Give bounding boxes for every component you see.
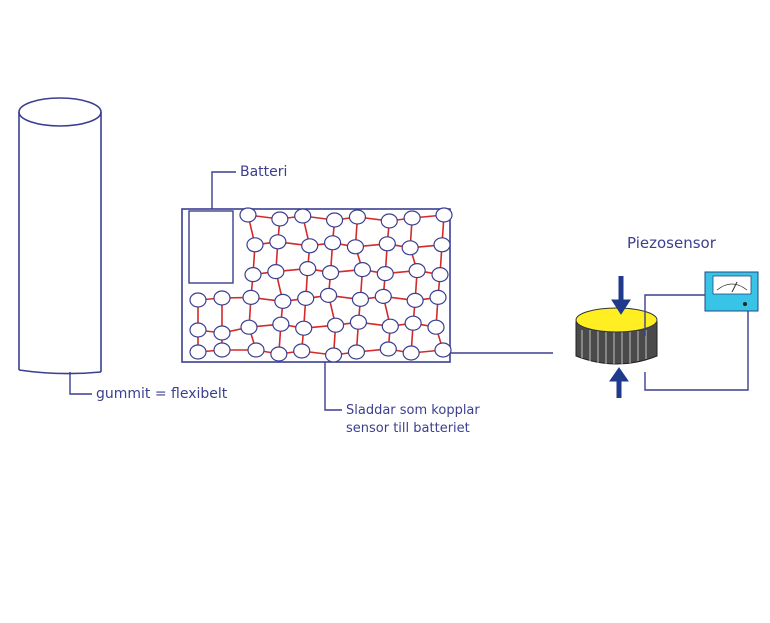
sensor-node: [295, 320, 313, 336]
sensor-node: [401, 240, 419, 256]
sensor-node: [374, 288, 392, 304]
sensor-node: [213, 290, 231, 306]
wires-label-line1: Sladdar som kopplar: [346, 403, 480, 418]
sensor-node: [434, 342, 452, 358]
sensor-node: [323, 235, 342, 251]
sensor-node: [379, 341, 397, 357]
sensor-node: [189, 292, 207, 308]
sensor-node: [406, 292, 424, 308]
sensor-node: [346, 239, 365, 255]
sensor-node: [402, 345, 420, 361]
sensor-node: [301, 238, 319, 254]
sensor-node: [325, 212, 344, 228]
sensor-node: [324, 347, 343, 363]
sensor-nodes: [189, 207, 453, 363]
sensor-node: [376, 266, 394, 282]
sensor-node: [321, 265, 340, 281]
wires-label-line2: sensor till batteriet: [346, 421, 470, 436]
sensor-node: [431, 267, 449, 283]
sensor-node: [378, 236, 396, 252]
sensor-node: [349, 314, 368, 330]
sensor-node: [435, 207, 453, 223]
sensor-node: [429, 289, 447, 305]
sensor-node: [213, 325, 231, 341]
sensor-node: [271, 211, 289, 227]
rubber-label: gummit = flexibelt: [96, 386, 228, 402]
sensor-node: [247, 342, 265, 358]
battery-box: [188, 210, 234, 284]
sensor-node: [380, 213, 398, 229]
sensor-node: [240, 319, 258, 335]
sensor-node: [272, 316, 290, 332]
sensor-node: [319, 287, 338, 303]
sensor-node: [242, 289, 260, 305]
sensor-node: [404, 315, 422, 331]
piezo-label: Piezosensor: [627, 234, 717, 252]
sensor-node: [270, 346, 288, 362]
sensor-node: [269, 234, 287, 250]
sensor-node: [299, 261, 317, 277]
battery-label: Batteri: [240, 164, 287, 180]
arrow-up-icon: [609, 367, 629, 398]
sensor-node: [297, 290, 315, 306]
sensor-node: [244, 267, 262, 283]
sensor-node: [347, 344, 366, 360]
sensor-node: [326, 317, 345, 333]
sensor-node: [351, 291, 370, 307]
piezo-sensor: [575, 307, 658, 365]
sensor-node: [189, 344, 207, 360]
sensor-node: [267, 264, 285, 280]
battery-label-leader: [211, 171, 236, 212]
sensor-node: [427, 319, 445, 335]
sensor-node: [293, 343, 311, 359]
sensor-node: [239, 207, 257, 223]
sensor-node: [213, 342, 231, 358]
sensor-node: [381, 318, 399, 334]
sensor-node: [189, 322, 207, 338]
sensor-node: [433, 237, 451, 253]
sensor-node: [294, 208, 312, 224]
sensor-node: [353, 262, 372, 278]
voltmeter-icon: [704, 271, 759, 312]
sensor-node: [246, 237, 264, 253]
rubber-label-leader: [69, 372, 92, 395]
wires-label-leader: [324, 362, 342, 411]
sensor-node: [274, 293, 292, 309]
rubber-cylinder: [18, 97, 102, 375]
arrow-down-icon: [611, 276, 631, 315]
sensor-node: [348, 209, 367, 225]
sensor-node: [408, 263, 426, 279]
sensor-node: [403, 210, 421, 226]
